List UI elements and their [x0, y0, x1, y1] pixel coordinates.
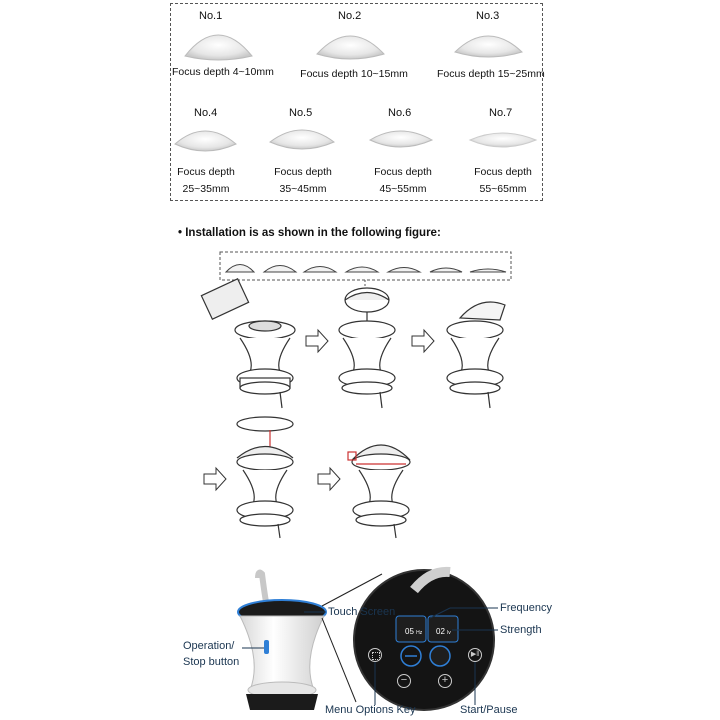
grid-icon: [372, 652, 380, 660]
strength-callout: Strength: [500, 624, 542, 636]
lens-panel: [170, 3, 543, 201]
operation-callout-line1: Operation/: [183, 640, 235, 652]
installation-lens-strip: [219, 251, 512, 292]
decrease-button[interactable]: −: [397, 674, 411, 688]
menu-key-callout: Menu Options Key: [325, 704, 416, 716]
lens-7-number: No.7: [489, 107, 513, 119]
lens-7-depth-title: Focus depth: [474, 166, 532, 178]
lens-3-depth: Focus depth 15~25mm: [437, 68, 545, 80]
step-arrows-row2: [203, 466, 341, 492]
menu-options-key[interactable]: [368, 648, 382, 662]
step-5-device: [347, 444, 411, 539]
lens-3-image: [454, 35, 523, 58]
lens-5-image: [269, 129, 335, 150]
step-4-device: [236, 416, 294, 539]
strength-unit: lv: [447, 630, 451, 636]
play-pause-icon: ▶‖: [470, 651, 480, 658]
lens-1-image: [184, 34, 253, 61]
lens-4-depth-title: Focus depth: [177, 166, 235, 178]
lens-1-depth: Focus depth 4~10mm: [172, 66, 274, 78]
frequency-unit: Hz: [416, 630, 423, 636]
lens-7-depth-range: 55~65mm: [479, 183, 527, 195]
frequency-callout: Frequency: [500, 602, 552, 614]
installation-heading: • Installation is as shown in the follow…: [178, 227, 441, 239]
touch-screen-callout: Touch Screen: [328, 606, 396, 618]
lens-4-image: [174, 130, 237, 152]
strength-value: 02: [436, 627, 445, 636]
lens-6-number: No.6: [388, 107, 412, 119]
main-device: [237, 569, 327, 710]
lens-2-number: No.2: [338, 10, 362, 22]
step-3-device: [446, 301, 506, 409]
lens-3-number: No.3: [476, 10, 500, 22]
minus-icon: −: [400, 674, 408, 686]
step-1-device: [200, 277, 296, 409]
lens-6-depth-range: 45~55mm: [379, 183, 427, 195]
plus-icon: +: [441, 674, 449, 686]
lens-5-depth-title: Focus depth: [274, 166, 332, 178]
lens-2-image: [316, 35, 385, 60]
step-2-device: [338, 287, 396, 409]
step-arrows-row1: [305, 328, 435, 354]
lens-1-number: No.1: [199, 10, 223, 22]
lens-2-depth: Focus depth 10~15mm: [300, 68, 408, 80]
lens-5-depth-range: 35~45mm: [279, 183, 327, 195]
lens-7-image: [468, 132, 538, 148]
lens-6-image: [368, 130, 434, 148]
operation-callout-line2: Stop button: [183, 656, 240, 668]
control-panel-zoom: [321, 566, 495, 711]
lens-4-depth-range: 25~35mm: [182, 183, 230, 195]
increase-button[interactable]: +: [438, 674, 452, 688]
frequency-value: 05: [405, 627, 414, 636]
lens-5-number: No.5: [289, 107, 313, 119]
lens-4-number: No.4: [194, 107, 218, 119]
lens-6-depth-title: Focus depth: [374, 166, 432, 178]
start-pause-button[interactable]: ▶‖: [468, 648, 482, 662]
start-pause-callout: Start/Pause: [460, 704, 518, 716]
